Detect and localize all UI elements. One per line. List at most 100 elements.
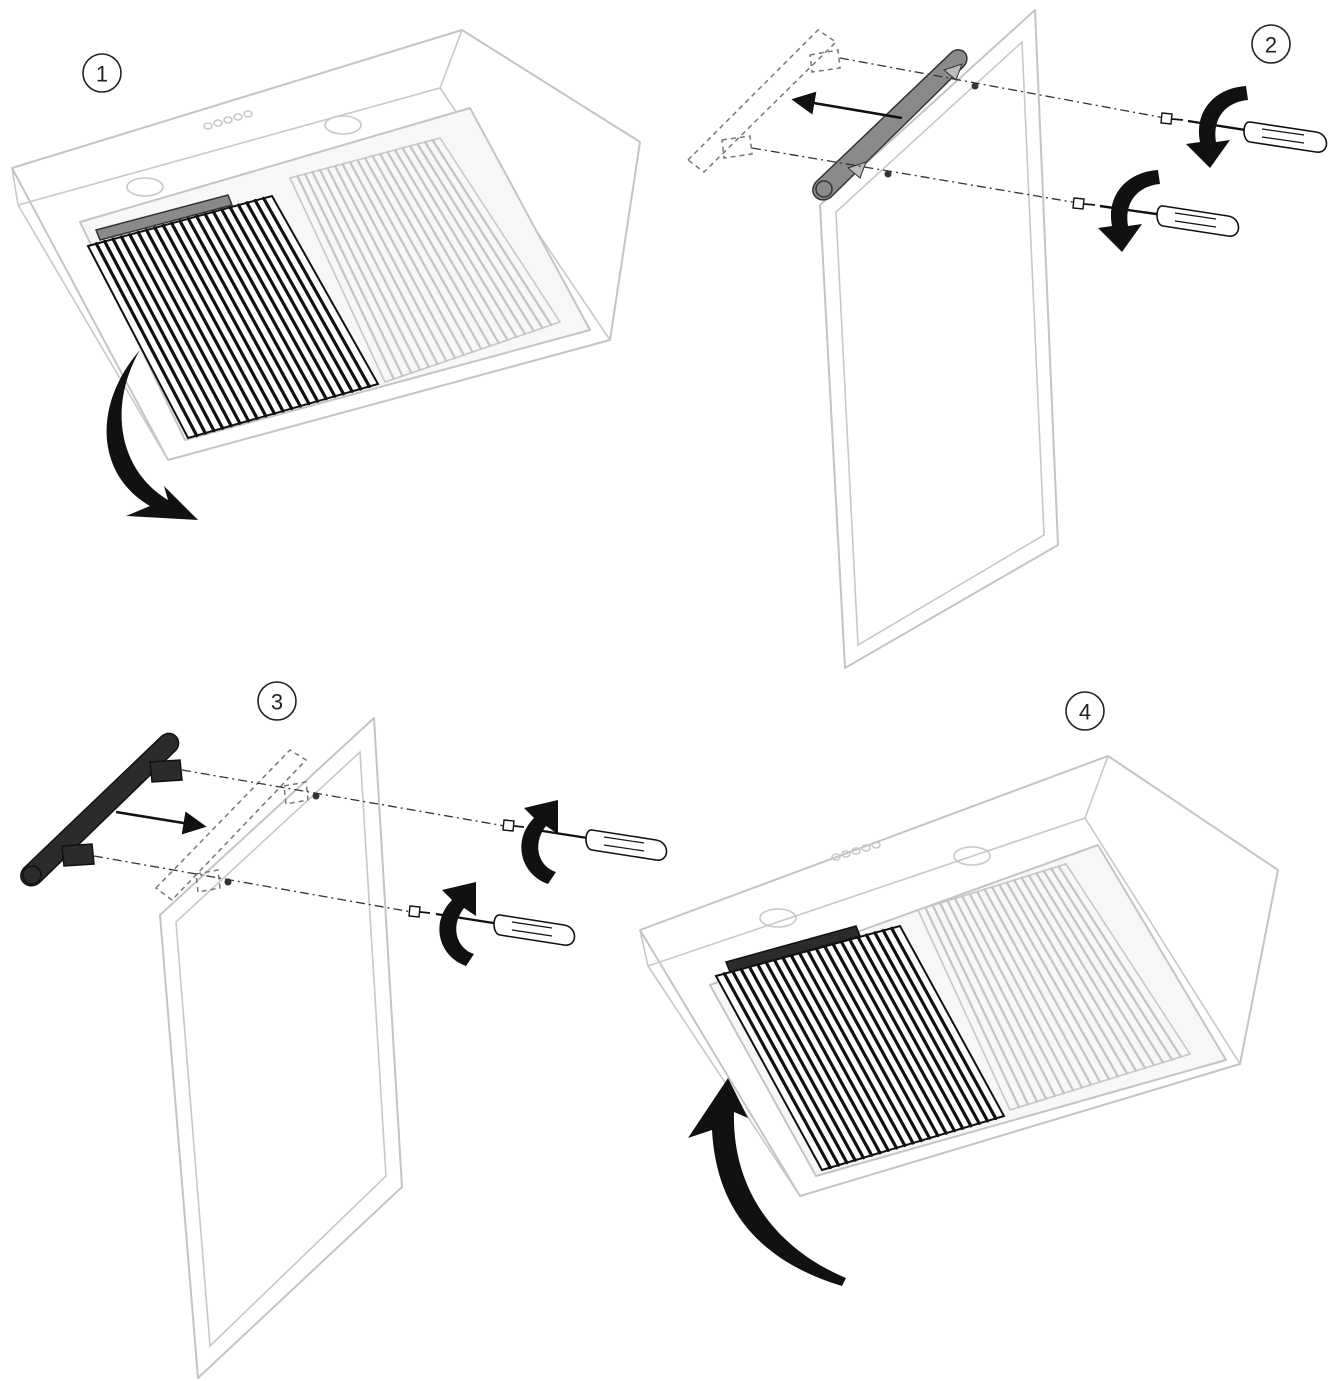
step-badge-2: 2 — [1251, 24, 1291, 64]
screw-icon — [1072, 197, 1096, 210]
step-badge-3: 3 — [257, 681, 297, 721]
screw-icon — [408, 905, 431, 918]
filter-slat — [371, 154, 483, 351]
filter-slat — [211, 210, 320, 403]
screwdriver-icon — [435, 912, 576, 946]
filter-slat — [236, 203, 346, 396]
rotation-arrow-icon — [688, 1078, 846, 1286]
filter-slat — [431, 138, 553, 327]
filter-slat — [731, 969, 841, 1167]
range-hood-icon — [11, 29, 641, 461]
filter-slat — [356, 158, 465, 357]
baffle-filter-icon — [288, 137, 562, 383]
filter-slat — [983, 888, 1093, 1086]
filter-slat — [1057, 865, 1183, 1058]
filter-slat — [186, 217, 294, 411]
filter-slat — [1005, 881, 1120, 1078]
filter-slat — [318, 168, 422, 372]
filter-slat — [831, 942, 940, 1138]
panel-step-2: 2 — [686, 9, 1328, 669]
screwdriver-icon — [1187, 119, 1328, 153]
filter-slat — [423, 140, 544, 330]
panel-step-1: 1 — [11, 29, 641, 520]
filter-slat — [747, 965, 857, 1162]
filter-slat — [946, 899, 1048, 1100]
filter-slat — [1042, 869, 1165, 1064]
filter-slat — [378, 152, 492, 348]
rotation-arrow-icon — [106, 350, 198, 520]
filter-slat — [1050, 867, 1174, 1061]
screw-icon — [971, 82, 979, 90]
filter-slat — [386, 150, 500, 345]
filter-slat — [764, 960, 874, 1157]
filter-slat — [864, 933, 973, 1128]
screwdriver-icon — [529, 827, 668, 861]
rotation-arrow-icon — [1098, 170, 1160, 252]
filter-slat — [953, 897, 1057, 1098]
motion-arrow-icon — [791, 91, 903, 120]
filter-slat — [1020, 876, 1138, 1072]
control-buttons — [831, 841, 881, 861]
filter-slat — [136, 230, 242, 425]
screw-icon — [1160, 112, 1184, 125]
filter-slat — [363, 156, 474, 354]
light-icon — [324, 115, 362, 135]
filter-slat — [722, 972, 832, 1170]
filter-slat — [153, 226, 259, 420]
ghost-handle-outline — [154, 749, 309, 901]
filter-slat — [968, 892, 1075, 1092]
step-badge-1: 1 — [82, 53, 122, 93]
filter-slat — [1027, 874, 1147, 1070]
rotation-arrow-icon — [1186, 86, 1248, 168]
filter-slat — [939, 901, 1039, 1103]
filter-slat — [1035, 872, 1156, 1067]
filter-slat — [931, 904, 1030, 1106]
filter-slat — [998, 883, 1111, 1081]
step-number-1: 1 — [96, 62, 108, 87]
panel-step-4: 4 — [639, 691, 1279, 1286]
filter-slat — [103, 239, 207, 435]
motion-arrow-icon — [115, 810, 207, 835]
filter-slat — [806, 949, 915, 1145]
filter-slat — [976, 890, 1084, 1089]
control-buttons — [203, 110, 253, 130]
filter-slat — [170, 221, 276, 416]
filter-slat — [326, 166, 430, 369]
filter-slat — [789, 953, 899, 1150]
filter-slat — [311, 170, 413, 375]
filter-slat — [245, 201, 354, 393]
filter-slat — [262, 196, 371, 389]
screw-icon — [224, 878, 232, 886]
filter-slat — [873, 931, 981, 1125]
filter-slat — [94, 242, 199, 438]
filter-slat — [881, 928, 990, 1123]
filter-slat — [401, 146, 518, 339]
filter-handle-icon — [94, 194, 234, 241]
filter-slat — [341, 162, 448, 363]
filter-slat — [393, 148, 509, 342]
step-number-3: 3 — [271, 690, 283, 715]
filter-handle-icon — [20, 732, 183, 887]
rotation-arrow-icon — [521, 800, 558, 884]
filter-handle-icon — [724, 925, 862, 973]
filter-slat — [178, 219, 285, 413]
filter-slat — [739, 967, 849, 1165]
filter-slat — [848, 938, 956, 1133]
filter-slat — [408, 144, 527, 336]
filter-slat — [772, 958, 882, 1155]
filter-slat — [348, 160, 457, 360]
ghost-handle-outline — [686, 29, 841, 173]
filter-slat — [195, 214, 302, 408]
baffle-filter-icon — [714, 924, 1006, 1172]
light-icon — [953, 846, 991, 866]
range-hood-icon — [639, 755, 1279, 1197]
screwdriver-icon — [1099, 204, 1240, 237]
filter-slat — [111, 237, 216, 433]
filter-slat — [756, 963, 865, 1160]
rotation-arrow-icon — [439, 882, 476, 966]
baffle-filter-icon — [159, 717, 403, 1379]
filter-slat — [303, 172, 404, 378]
step-badge-4: 4 — [1065, 691, 1105, 731]
filter-slat — [839, 940, 948, 1135]
